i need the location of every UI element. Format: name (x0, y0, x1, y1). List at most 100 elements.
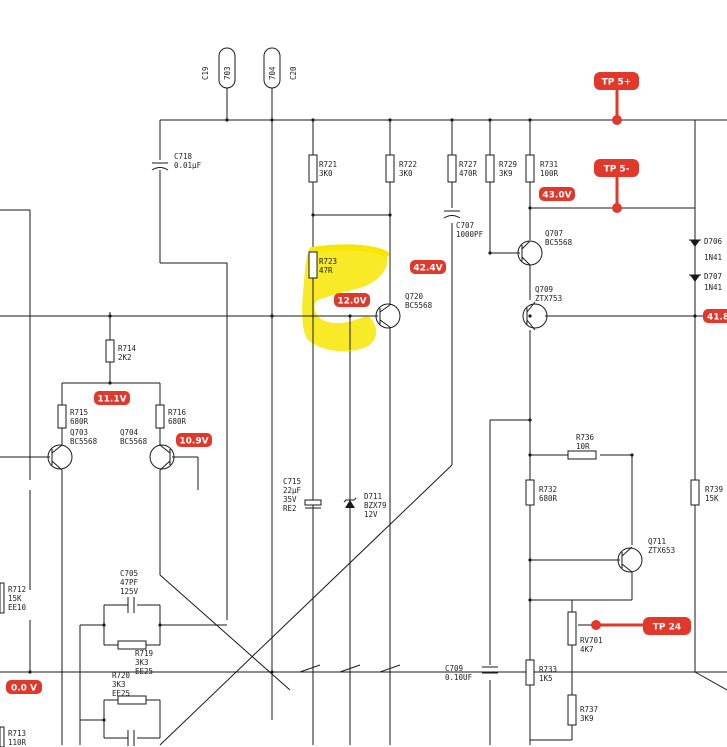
svg-text:22µF: 22µF (283, 486, 302, 495)
svg-text:470R: 470R (459, 169, 478, 178)
svg-text:1N41: 1N41 (704, 283, 722, 292)
svg-text:41.8: 41.8 (707, 313, 727, 323)
svg-text:Q707: Q707 (545, 229, 563, 238)
svg-text:Q711: Q711 (648, 537, 666, 546)
svg-text:R713: R713 (8, 729, 26, 738)
svg-text:BC5568: BC5568 (405, 301, 433, 310)
svg-text:Q709: Q709 (535, 285, 553, 294)
svg-text:43.0V: 43.0V (542, 191, 571, 201)
svg-text:35V: 35V (283, 495, 297, 504)
svg-text:C707: C707 (456, 221, 474, 230)
svg-text:C20: C20 (289, 66, 298, 80)
svg-text:C709: C709 (445, 664, 463, 673)
svg-text:Q720: Q720 (405, 292, 424, 301)
svg-text:R739: R739 (705, 485, 723, 494)
svg-text:R731: R731 (540, 160, 558, 169)
svg-text:125V: 125V (120, 587, 139, 596)
connector-704: 704 C20 (263, 47, 298, 89)
svg-text:2K2: 2K2 (118, 353, 132, 362)
voltage-badge-11v: 11.1V (94, 391, 130, 405)
highlight-overlay-parts: R723 47R (300, 251, 378, 350)
junction-dots (28, 118, 697, 722)
svg-text:42.4V: 42.4V (413, 264, 442, 274)
svg-text:ZTX653: ZTX653 (648, 546, 675, 555)
svg-text:R722: R722 (399, 160, 417, 169)
svg-text:C715: C715 (283, 477, 301, 486)
svg-text:15K: 15K (705, 494, 719, 503)
svg-text:BC5568: BC5568 (545, 238, 573, 247)
svg-text:ZTX753: ZTX753 (535, 294, 562, 303)
svg-text:D711: D711 (364, 492, 382, 501)
svg-text:0.01µF: 0.01µF (174, 161, 202, 170)
svg-text:D707: D707 (704, 272, 722, 281)
svg-text:10R: 10R (576, 442, 590, 451)
voltage-badge-42v: 42.4V (410, 260, 446, 274)
voltage-badge-12v: 12.0V (334, 293, 370, 307)
svg-text:3K3: 3K3 (112, 680, 126, 689)
svg-text:R721: R721 (319, 160, 337, 169)
svg-text:BC5568: BC5568 (70, 437, 98, 446)
svg-text:110R: 110R (8, 738, 27, 747)
svg-text:15K: 15K (8, 594, 22, 603)
svg-text:R719: R719 (135, 649, 153, 658)
capacitors (127, 162, 498, 746)
svg-text:TP 5+: TP 5+ (602, 78, 632, 88)
transistors (47, 240, 643, 573)
voltage-badge-10v: 10.9V (176, 433, 212, 447)
svg-text:EE25: EE25 (135, 667, 153, 676)
svg-text:3K9: 3K9 (499, 169, 513, 178)
svg-text:11.1V: 11.1V (97, 395, 126, 405)
svg-text:C718: C718 (174, 152, 193, 161)
svg-text:C19: C19 (201, 66, 210, 80)
voltage-badge-43v: 43.0V (539, 187, 575, 201)
svg-text:3K3: 3K3 (135, 658, 149, 667)
svg-text:R720: R720 (112, 671, 131, 680)
svg-text:Q703: Q703 (70, 428, 88, 437)
svg-text:R727: R727 (459, 160, 477, 169)
svg-text:703: 703 (223, 66, 232, 80)
voltage-badge-0v: 0.0 V (6, 680, 42, 694)
svg-text:12.0V: 12.0V (337, 297, 366, 307)
svg-text:R714: R714 (118, 344, 137, 353)
svg-text:47PF: 47PF (120, 578, 139, 587)
svg-text:RV701: RV701 (580, 636, 603, 645)
svg-text:4K7: 4K7 (580, 645, 594, 654)
svg-text:680R: 680R (168, 417, 187, 426)
svg-text:RE2: RE2 (283, 504, 297, 513)
svg-text:680R: 680R (70, 417, 89, 426)
connector-703: 703 C19 (201, 47, 236, 89)
svg-text:TP 24: TP 24 (653, 623, 681, 633)
svg-text:BZX79: BZX79 (364, 501, 387, 510)
tp24-badge: TP 24 (591, 617, 691, 635)
voltage-badge-41v: 41.8 (703, 309, 727, 323)
svg-text:R736: R736 (576, 433, 595, 442)
svg-text:EE25: EE25 (112, 689, 130, 698)
tp5plus-badge: TP 5+ (594, 72, 639, 125)
svg-text:100R: 100R (540, 169, 559, 178)
svg-text:R729: R729 (499, 160, 517, 169)
svg-text:R737: R737 (580, 705, 598, 714)
svg-text:R732: R732 (539, 485, 557, 494)
svg-text:1000PF: 1000PF (456, 230, 484, 239)
svg-text:3K0: 3K0 (399, 169, 413, 178)
highlight-annotation (302, 245, 388, 352)
svg-text:D706: D706 (704, 237, 723, 246)
svg-text:EE10: EE10 (8, 603, 27, 612)
svg-text:47R: 47R (319, 266, 333, 275)
svg-text:12V: 12V (364, 510, 378, 519)
tp5minus-badge: TP 5- (594, 159, 639, 213)
diodes (343, 239, 701, 508)
svg-text:R712: R712 (8, 585, 26, 594)
svg-text:TP 5-: TP 5- (604, 165, 630, 175)
svg-text:C705: C705 (120, 569, 138, 578)
svg-text:3K0: 3K0 (319, 169, 333, 178)
svg-text:R716: R716 (168, 408, 187, 417)
svg-text:10.9V: 10.9V (179, 437, 208, 447)
component-labels: C718 0.01µF R721 3K0 R722 3K0 R727 470R … (8, 152, 723, 747)
svg-text:0.10UF: 0.10UF (445, 673, 473, 682)
svg-text:Q704: Q704 (120, 428, 139, 437)
svg-text:0.0 V: 0.0 V (11, 684, 37, 694)
svg-text:680R: 680R (539, 494, 558, 503)
